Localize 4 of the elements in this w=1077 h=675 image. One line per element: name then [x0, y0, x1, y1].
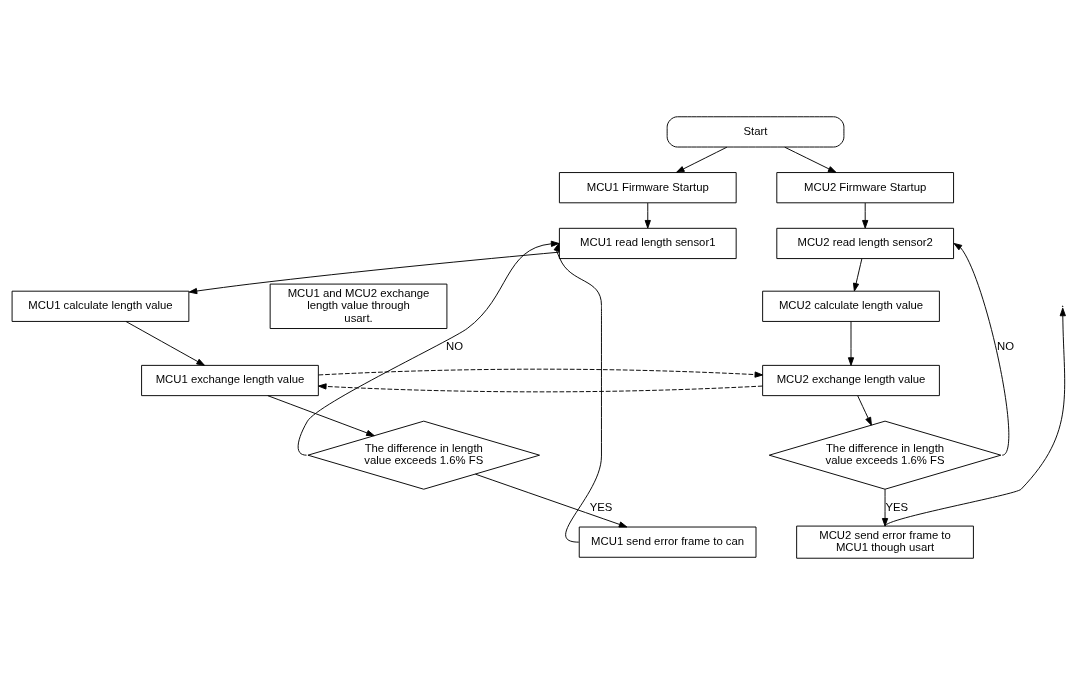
edge-label: NO: [997, 339, 1015, 352]
edge-label: NO: [445, 339, 463, 352]
edge-label: YES: [885, 500, 909, 513]
edge-label: YES: [589, 500, 613, 513]
